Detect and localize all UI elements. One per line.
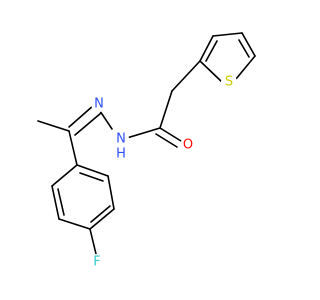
atom-labels: S O N H N F <box>89 74 237 270</box>
molecule-structure: S O N H N F <box>37 32 256 270</box>
bond-ar-3 <box>58 218 91 230</box>
bond-ar-2 <box>51 185 60 220</box>
bond-c2-c3-inner <box>205 40 218 62</box>
bond-c-aryl <box>68 130 78 166</box>
bond-ar-4 <box>89 208 115 230</box>
amide-hydrogen-label: H <box>116 147 126 162</box>
bond-ar-f <box>89 228 97 255</box>
bond-ar-6 <box>76 164 109 177</box>
thiophene-ring <box>199 32 256 84</box>
bond-c4-c5-inner <box>238 39 250 58</box>
bond-c4-c5 <box>241 32 256 57</box>
sulfur-atom-label: S <box>225 75 233 90</box>
bond-n-c-1 <box>68 104 95 128</box>
bond-ar-6-inner <box>79 172 104 182</box>
bond-ar-1 <box>51 164 78 187</box>
bond-s-c2 <box>199 60 224 84</box>
bond-c-methyl <box>37 120 70 132</box>
bond-c5-s <box>235 55 256 80</box>
bond-c2-ch2 <box>171 60 201 92</box>
fluorophenyl-ring <box>51 164 115 255</box>
bond-nh-n <box>99 110 113 130</box>
bond-ar-5 <box>107 175 115 210</box>
oxygen-atom-label: O <box>183 138 193 153</box>
structure-canvas: S O N H N F <box>37 32 256 270</box>
bond-co-o-2 <box>155 133 178 148</box>
bond-ar-4-inner <box>90 205 111 223</box>
bond-c2-c3 <box>199 35 214 62</box>
bond-co-nh <box>126 127 161 139</box>
acetohydrazide-chain <box>37 60 201 166</box>
amide-nitrogen-label: N <box>116 132 126 147</box>
bond-ch2-co <box>159 90 173 129</box>
fluorine-atom-label: F <box>93 255 100 270</box>
bond-n-c-2 <box>74 112 102 136</box>
bond-co-o-1 <box>159 127 182 142</box>
bond-ar-2-inner <box>57 188 65 216</box>
bond-c3-c4 <box>212 32 243 37</box>
imine-nitrogen-label: N <box>94 97 104 112</box>
